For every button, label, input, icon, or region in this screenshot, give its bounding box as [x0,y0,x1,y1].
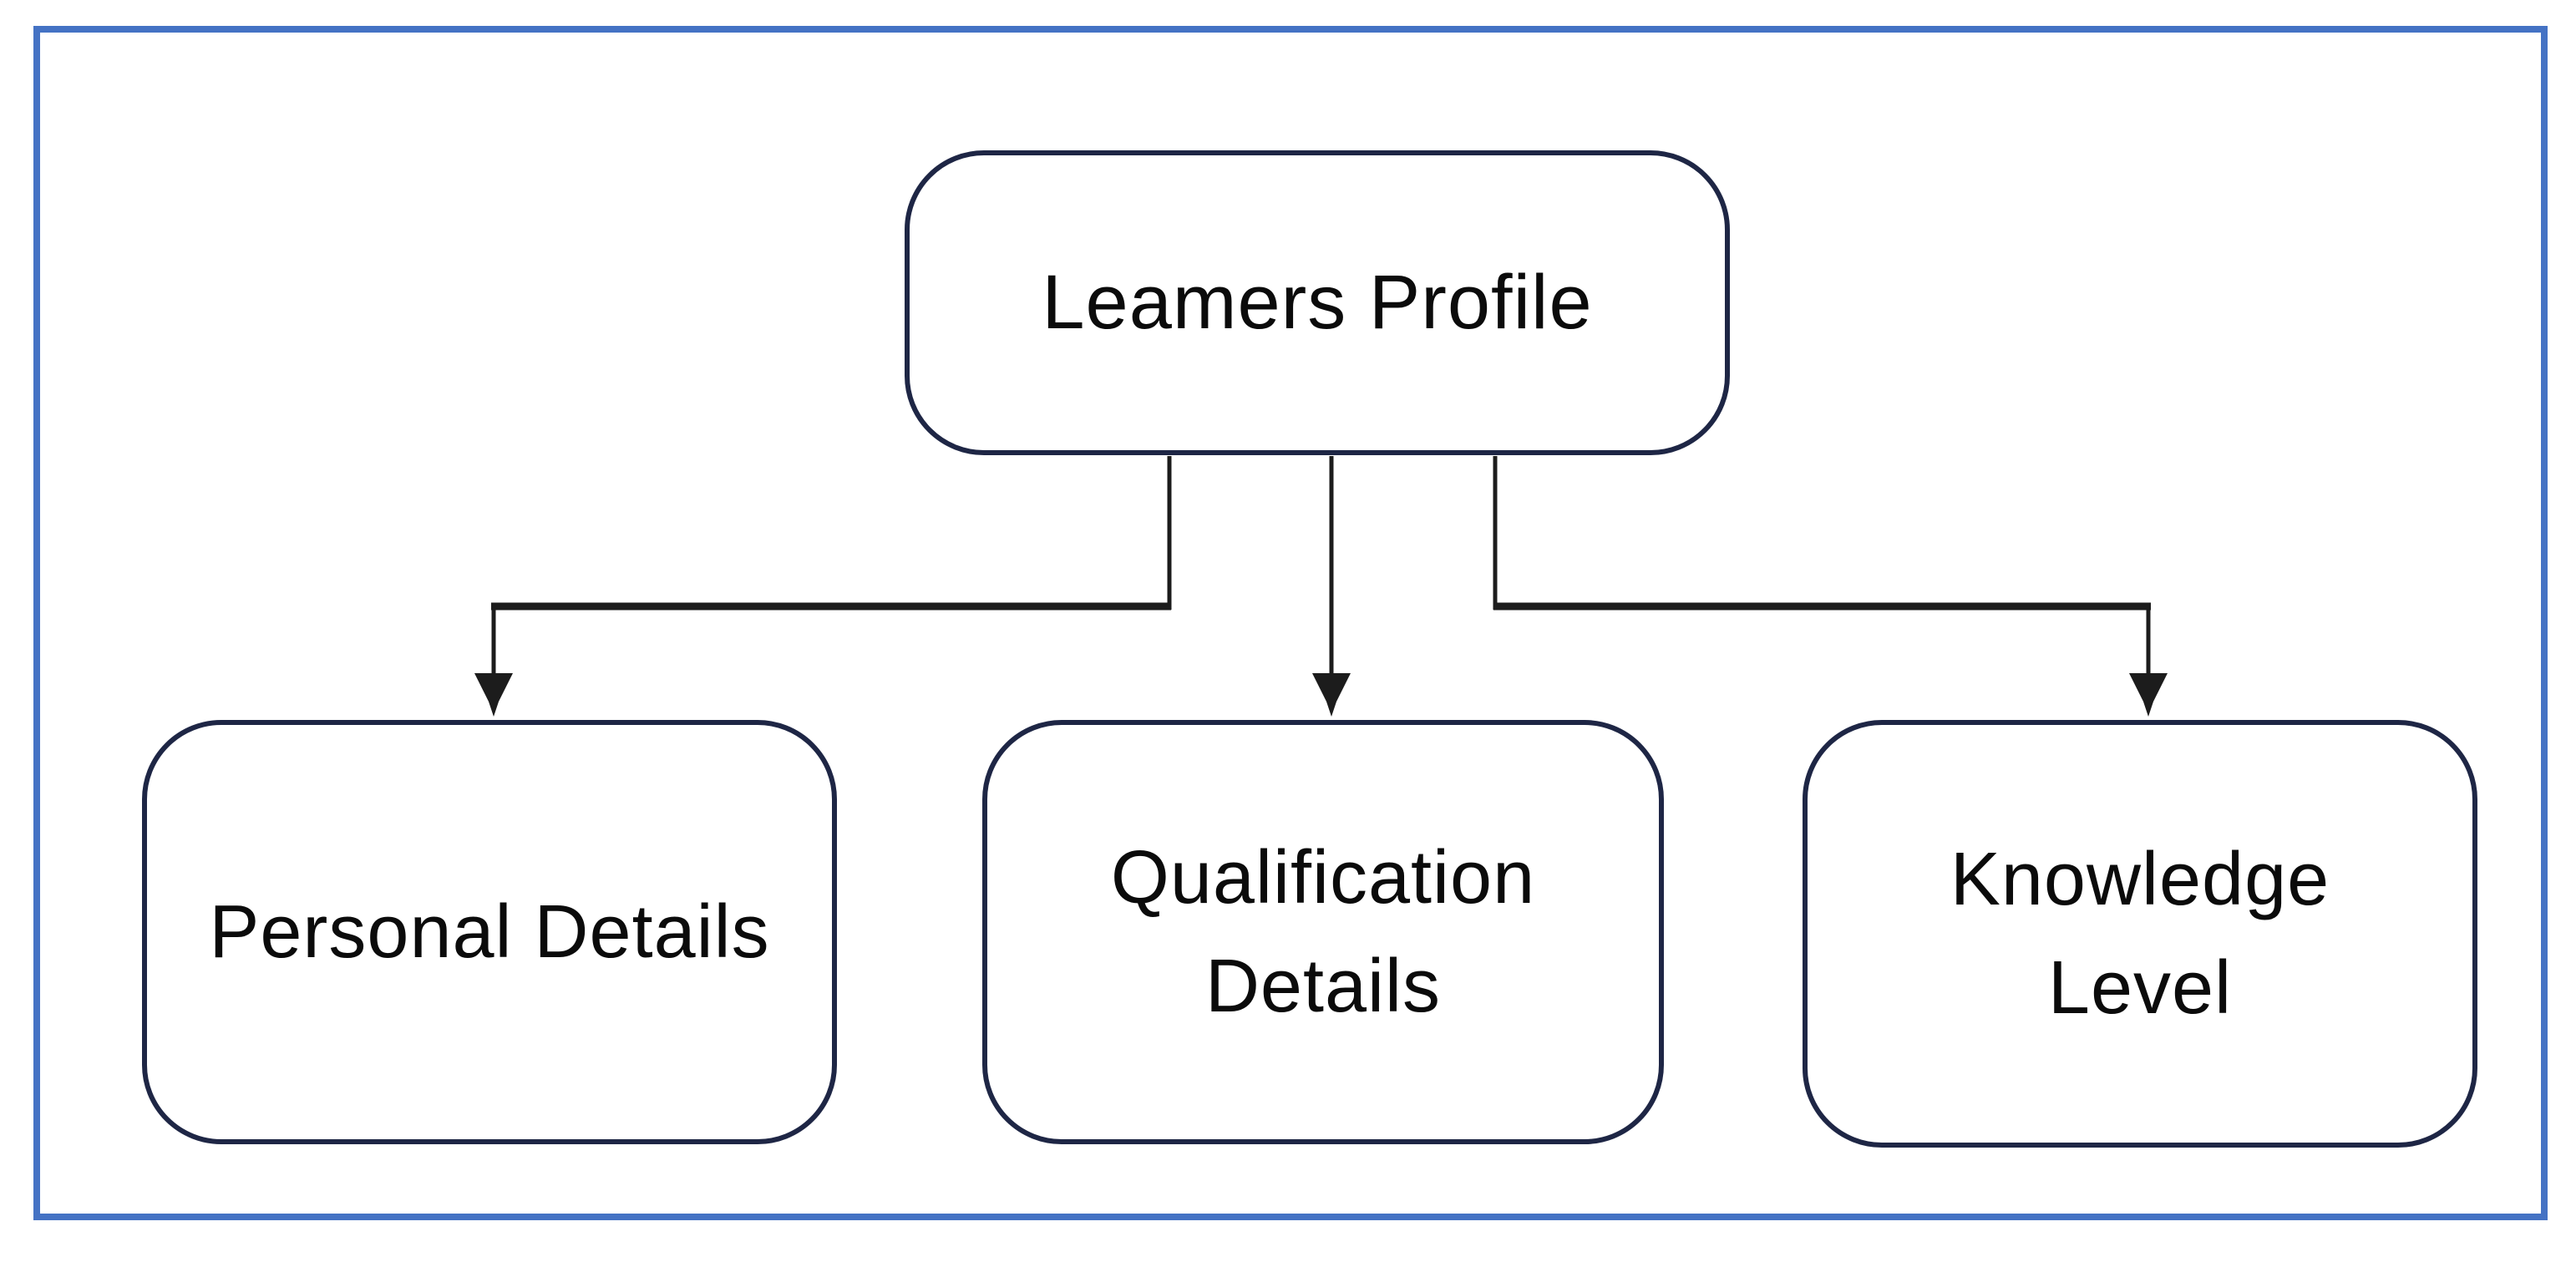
node-learners-profile-label: Leamers Profile [1042,259,1593,345]
node-qualification-details: Qualification Details [982,720,1664,1144]
node-qualification-details-label: Qualification Details [1110,835,1536,1029]
node-personal-details-label: Personal Details [209,889,770,974]
node-learners-profile: Leamers Profile [905,150,1730,455]
diagram-border-frame [33,26,2548,1220]
node-knowledge-level: Knowledge Level [1803,720,2477,1148]
node-knowledge-level-label: Knowledge Level [1950,837,2330,1031]
node-personal-details: Personal Details [142,720,837,1144]
